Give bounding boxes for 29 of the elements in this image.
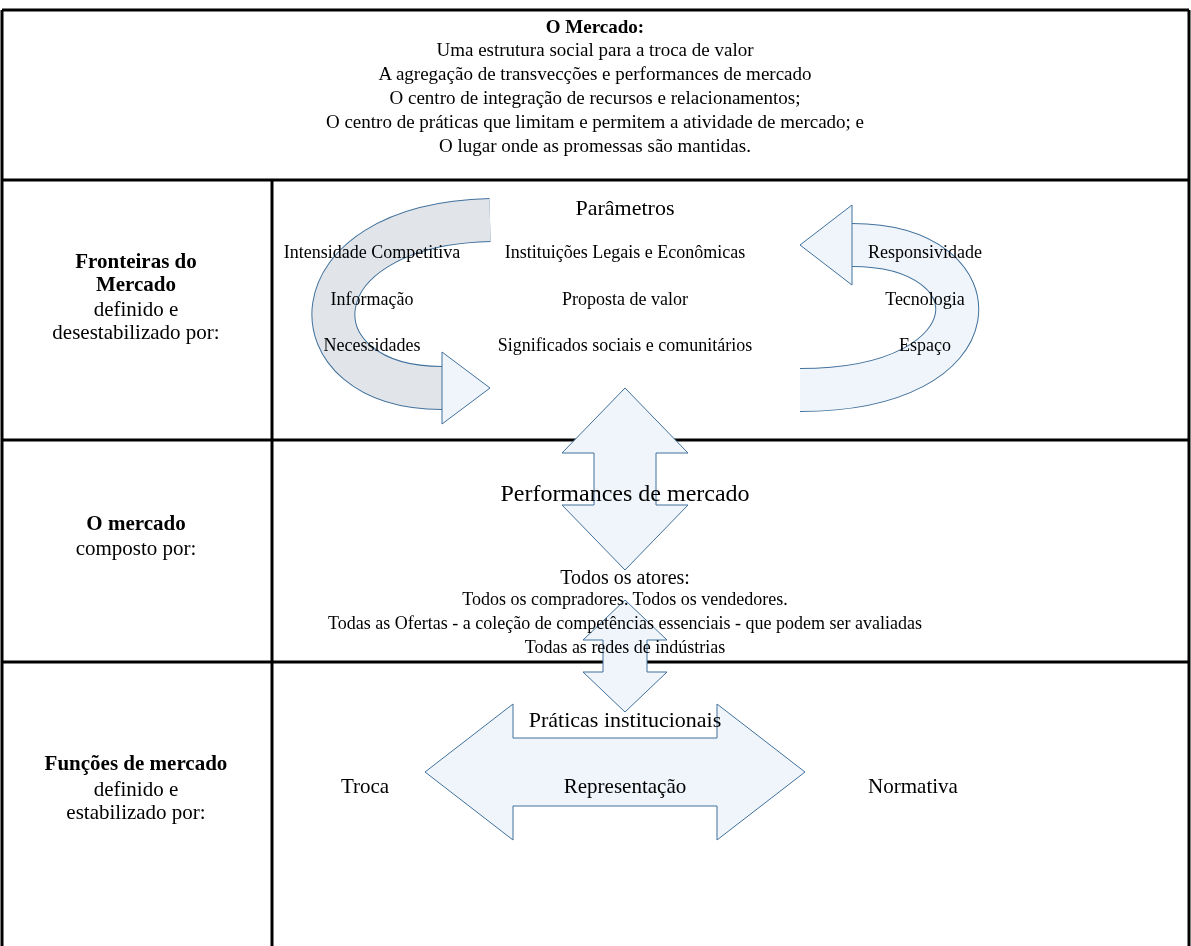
section-title: Parâmetros <box>575 196 675 221</box>
text-line: O centro de integração de recursos e relacionamentos; <box>389 88 801 109</box>
text-line: O centro de práticas que limitam e permitem a atividade de mercado; e <box>325 112 865 133</box>
function-label: Troca <box>340 775 390 799</box>
row-subheading: definido e desestabilizado por: <box>51 298 221 345</box>
section-title: Práticas institucionais <box>528 708 722 733</box>
row-subheading: definido e estabilizado por: <box>65 778 207 825</box>
text-line: Todos os compradores. Todos os vendedores. <box>462 590 788 610</box>
text-line: Todas as Ofertas - a coleção de competências essenciais - que podem ser avaliadas <box>328 614 922 634</box>
parameter-label: Intensidade Competitiva <box>283 243 461 263</box>
text-line: Todos os atores: <box>560 566 690 588</box>
row-heading: Funções de mercado <box>44 752 228 776</box>
text-line: O lugar onde as promessas são mantidas. <box>439 136 751 157</box>
text-line: A agregação de transvecções e performances de mercado <box>378 64 812 85</box>
function-label: Normativa <box>868 775 958 799</box>
parameter-label: Significados sociais e comunitários <box>497 336 753 356</box>
parameter-label: Tecnologia <box>885 290 965 310</box>
parameter-label: Informação <box>330 290 414 310</box>
section-title: Performances de mercado <box>500 480 750 507</box>
parameter-label: Instituições Legais e Econômicas <box>504 243 746 263</box>
text-line: Uma estrutura social para a troca de valor <box>436 40 754 61</box>
parameter-label: Espaço <box>899 336 951 356</box>
function-label: Representação <box>563 775 687 799</box>
heading: O Mercado: <box>545 17 645 38</box>
row-heading: O mercado <box>86 512 186 536</box>
text-line: Todas as redes de indústrias <box>524 638 726 658</box>
row-subheading: composto por: <box>75 537 197 561</box>
parameter-label: Responsividade <box>868 243 982 263</box>
parameter-label: Proposta de valor <box>562 290 688 310</box>
